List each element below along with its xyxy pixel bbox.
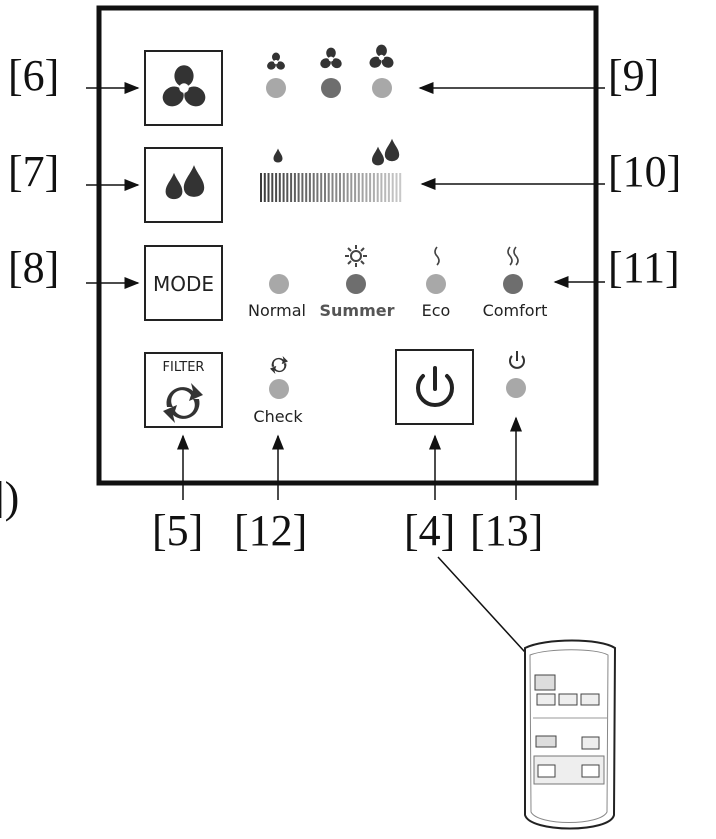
humidity-bar-segment	[316, 173, 319, 202]
power-indicator	[506, 351, 526, 398]
power-small-icon	[509, 351, 525, 369]
mode-label-comfort: Comfort	[483, 301, 548, 320]
humidity-bar-segment	[399, 173, 402, 202]
humidity-bar-segment	[372, 173, 375, 202]
humidity-bar-segment	[290, 173, 293, 202]
humidity-bar-segment	[327, 173, 330, 202]
fan-led-high	[372, 78, 392, 98]
humidity-bar-segment	[271, 173, 274, 202]
mode-led-summer	[346, 274, 366, 294]
humidity-bar-segment	[342, 173, 345, 202]
humidity-bar-segment	[275, 173, 278, 202]
edge-fragment: ])	[0, 473, 19, 522]
callout-11: [11]	[608, 243, 680, 292]
check-led	[269, 379, 289, 399]
mode-indicators: Normal Summer Eco Comfort	[248, 245, 547, 320]
mode-label-normal: Normal	[248, 301, 306, 320]
power-led	[506, 378, 526, 398]
mode-label-eco: Eco	[422, 301, 451, 320]
humidity-bar-segment	[320, 173, 323, 202]
humidity-bar-segment	[361, 173, 364, 202]
mode-button-label: MODE	[153, 272, 214, 296]
wave-icon	[434, 246, 440, 266]
mode-button[interactable]: MODE	[144, 245, 223, 321]
humidity-bar-segment	[369, 173, 372, 202]
humidity-bar-segment	[278, 173, 281, 202]
humidity-level-bar	[260, 173, 402, 202]
humidity-bar-segment	[354, 173, 357, 202]
humidity-bar-segment	[286, 173, 289, 202]
humidity-bar-segment	[297, 173, 300, 202]
humidity-bar-segment	[267, 173, 270, 202]
humidity-button[interactable]	[144, 147, 223, 223]
callout-4: [4]	[404, 506, 455, 555]
humidity-bar-segment	[331, 173, 334, 202]
humidity-bar-segment	[357, 173, 360, 202]
mode-led-normal	[269, 274, 289, 294]
humidity-bar-segment	[301, 173, 304, 202]
humidity-bar-segment	[384, 173, 387, 202]
humidity-bar-segment	[312, 173, 315, 202]
humidity-level-indicator	[260, 138, 402, 202]
fan-speed-indicators	[266, 44, 395, 98]
humidity-bar-segment	[282, 173, 285, 202]
callout-6: [6]	[8, 51, 59, 100]
humidity-bar-segment	[346, 173, 349, 202]
humidity-bar-segment	[308, 173, 311, 202]
mode-label-summer: Summer	[320, 301, 395, 320]
humidity-bar-segment	[305, 173, 308, 202]
callout-9: [9]	[608, 51, 659, 100]
double-wave-icon	[507, 246, 519, 266]
filter-check-indicator: Check	[253, 356, 303, 426]
mode-led-comfort	[503, 274, 523, 294]
mode-led-eco	[426, 274, 446, 294]
humidity-bar-segment	[260, 173, 262, 202]
humidity-bar-segment	[339, 173, 341, 202]
humidity-bar-segment	[387, 173, 390, 202]
callout-5: [5]	[152, 506, 203, 555]
humidity-bar-segment	[376, 173, 379, 202]
callout-13: [13]	[470, 506, 543, 555]
filter-button[interactable]: FILTER	[144, 352, 223, 428]
humidity-bar-segment	[293, 173, 296, 202]
callout-7: [7]	[8, 147, 59, 196]
callout-8: [8]	[8, 243, 59, 292]
filter-cycle-icon	[163, 383, 203, 423]
callout-10: [10]	[608, 147, 681, 196]
humidity-bar-segment	[324, 173, 326, 202]
remote-power-key	[534, 674, 556, 691]
check-label: Check	[253, 407, 303, 426]
humidity-bar-segment	[395, 173, 398, 202]
fan-led-mid	[321, 78, 341, 98]
humidity-bar-segment	[365, 173, 368, 202]
humidity-bar-segment	[335, 173, 338, 202]
humidity-bar-segment	[263, 173, 266, 202]
remote-control-illustration	[524, 639, 617, 830]
sun-icon	[345, 245, 367, 267]
humidity-bar-segment	[350, 173, 353, 202]
callout-12: [12]	[234, 506, 307, 555]
power-icon	[416, 366, 454, 408]
filter-cycle-small-icon	[270, 356, 288, 374]
fan-led-low	[266, 78, 286, 98]
filter-button-label: FILTER	[163, 360, 205, 375]
humidity-bar-segment	[391, 173, 394, 202]
fan-button[interactable]	[144, 50, 223, 126]
power-button[interactable]	[395, 349, 474, 425]
humidity-bar-segment	[380, 173, 383, 202]
